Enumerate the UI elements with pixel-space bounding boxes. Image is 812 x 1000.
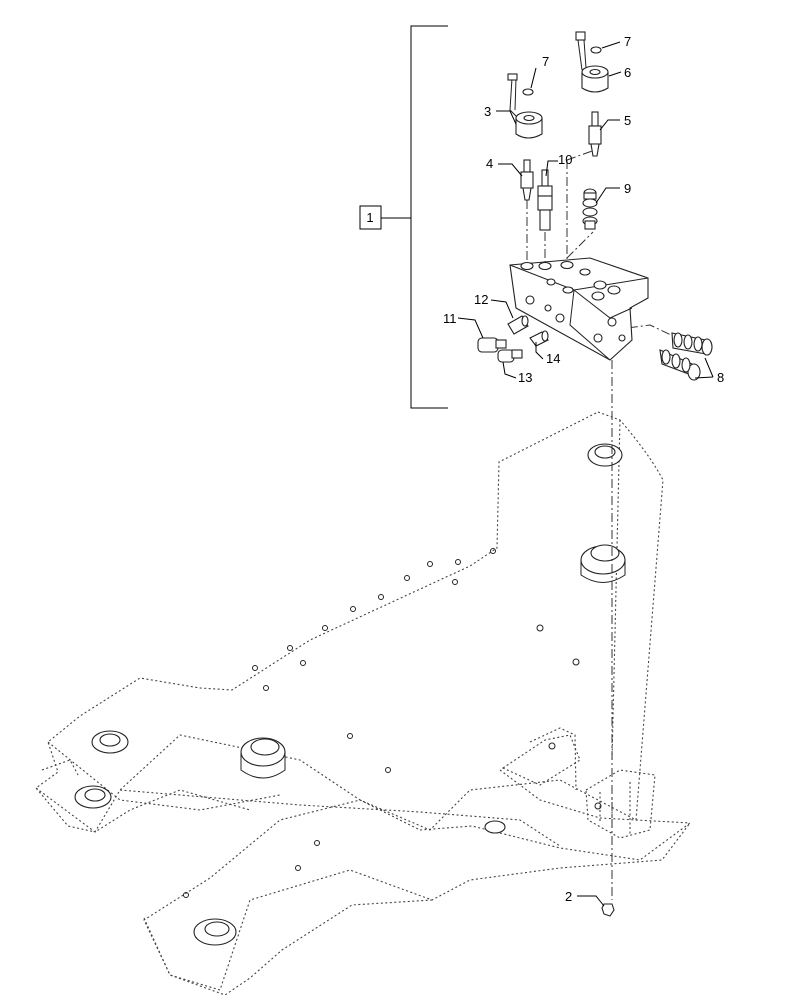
cartridge-valve-center [537,169,553,231]
callout-9: 9 [624,181,631,196]
cartridge-valve-right [588,111,602,157]
callout-13: 13 [518,370,532,385]
callout-11: 11 [443,311,457,326]
callout-12: 12 [474,292,488,307]
o-ring-right [590,46,602,54]
bolt-2 [601,903,615,917]
o-ring-left [522,88,534,96]
mounting-bracket [501,727,656,839]
port-plugs-right [659,332,713,381]
callout-10: 10 [558,152,572,167]
fitting-14 [529,330,549,347]
plug-13 [497,349,523,363]
callout-7-right: 7 [624,34,631,49]
callout-8: 8 [717,370,724,385]
frame-holes [74,443,626,946]
callout-6: 6 [624,65,631,80]
machine-frame [35,411,691,996]
callout-2: 2 [565,889,572,904]
plug-11 [477,337,507,353]
solenoid-coil-right [575,31,609,93]
center-lines [526,149,691,900]
leader-lines [457,41,714,907]
fitting-12 [507,315,529,335]
valve-block [509,257,649,361]
assembly-label: 1 [366,210,373,225]
callout-3: 3 [484,104,491,119]
solenoid-coil-left [507,73,543,139]
callout-7-left: 7 [542,54,549,69]
callout-5: 5 [624,113,631,128]
plug-valve [582,188,598,230]
callout-4: 4 [486,156,493,171]
callout-14: 14 [546,351,560,366]
assembly-bracket [359,25,448,409]
cartridge-valve-left [520,159,534,201]
